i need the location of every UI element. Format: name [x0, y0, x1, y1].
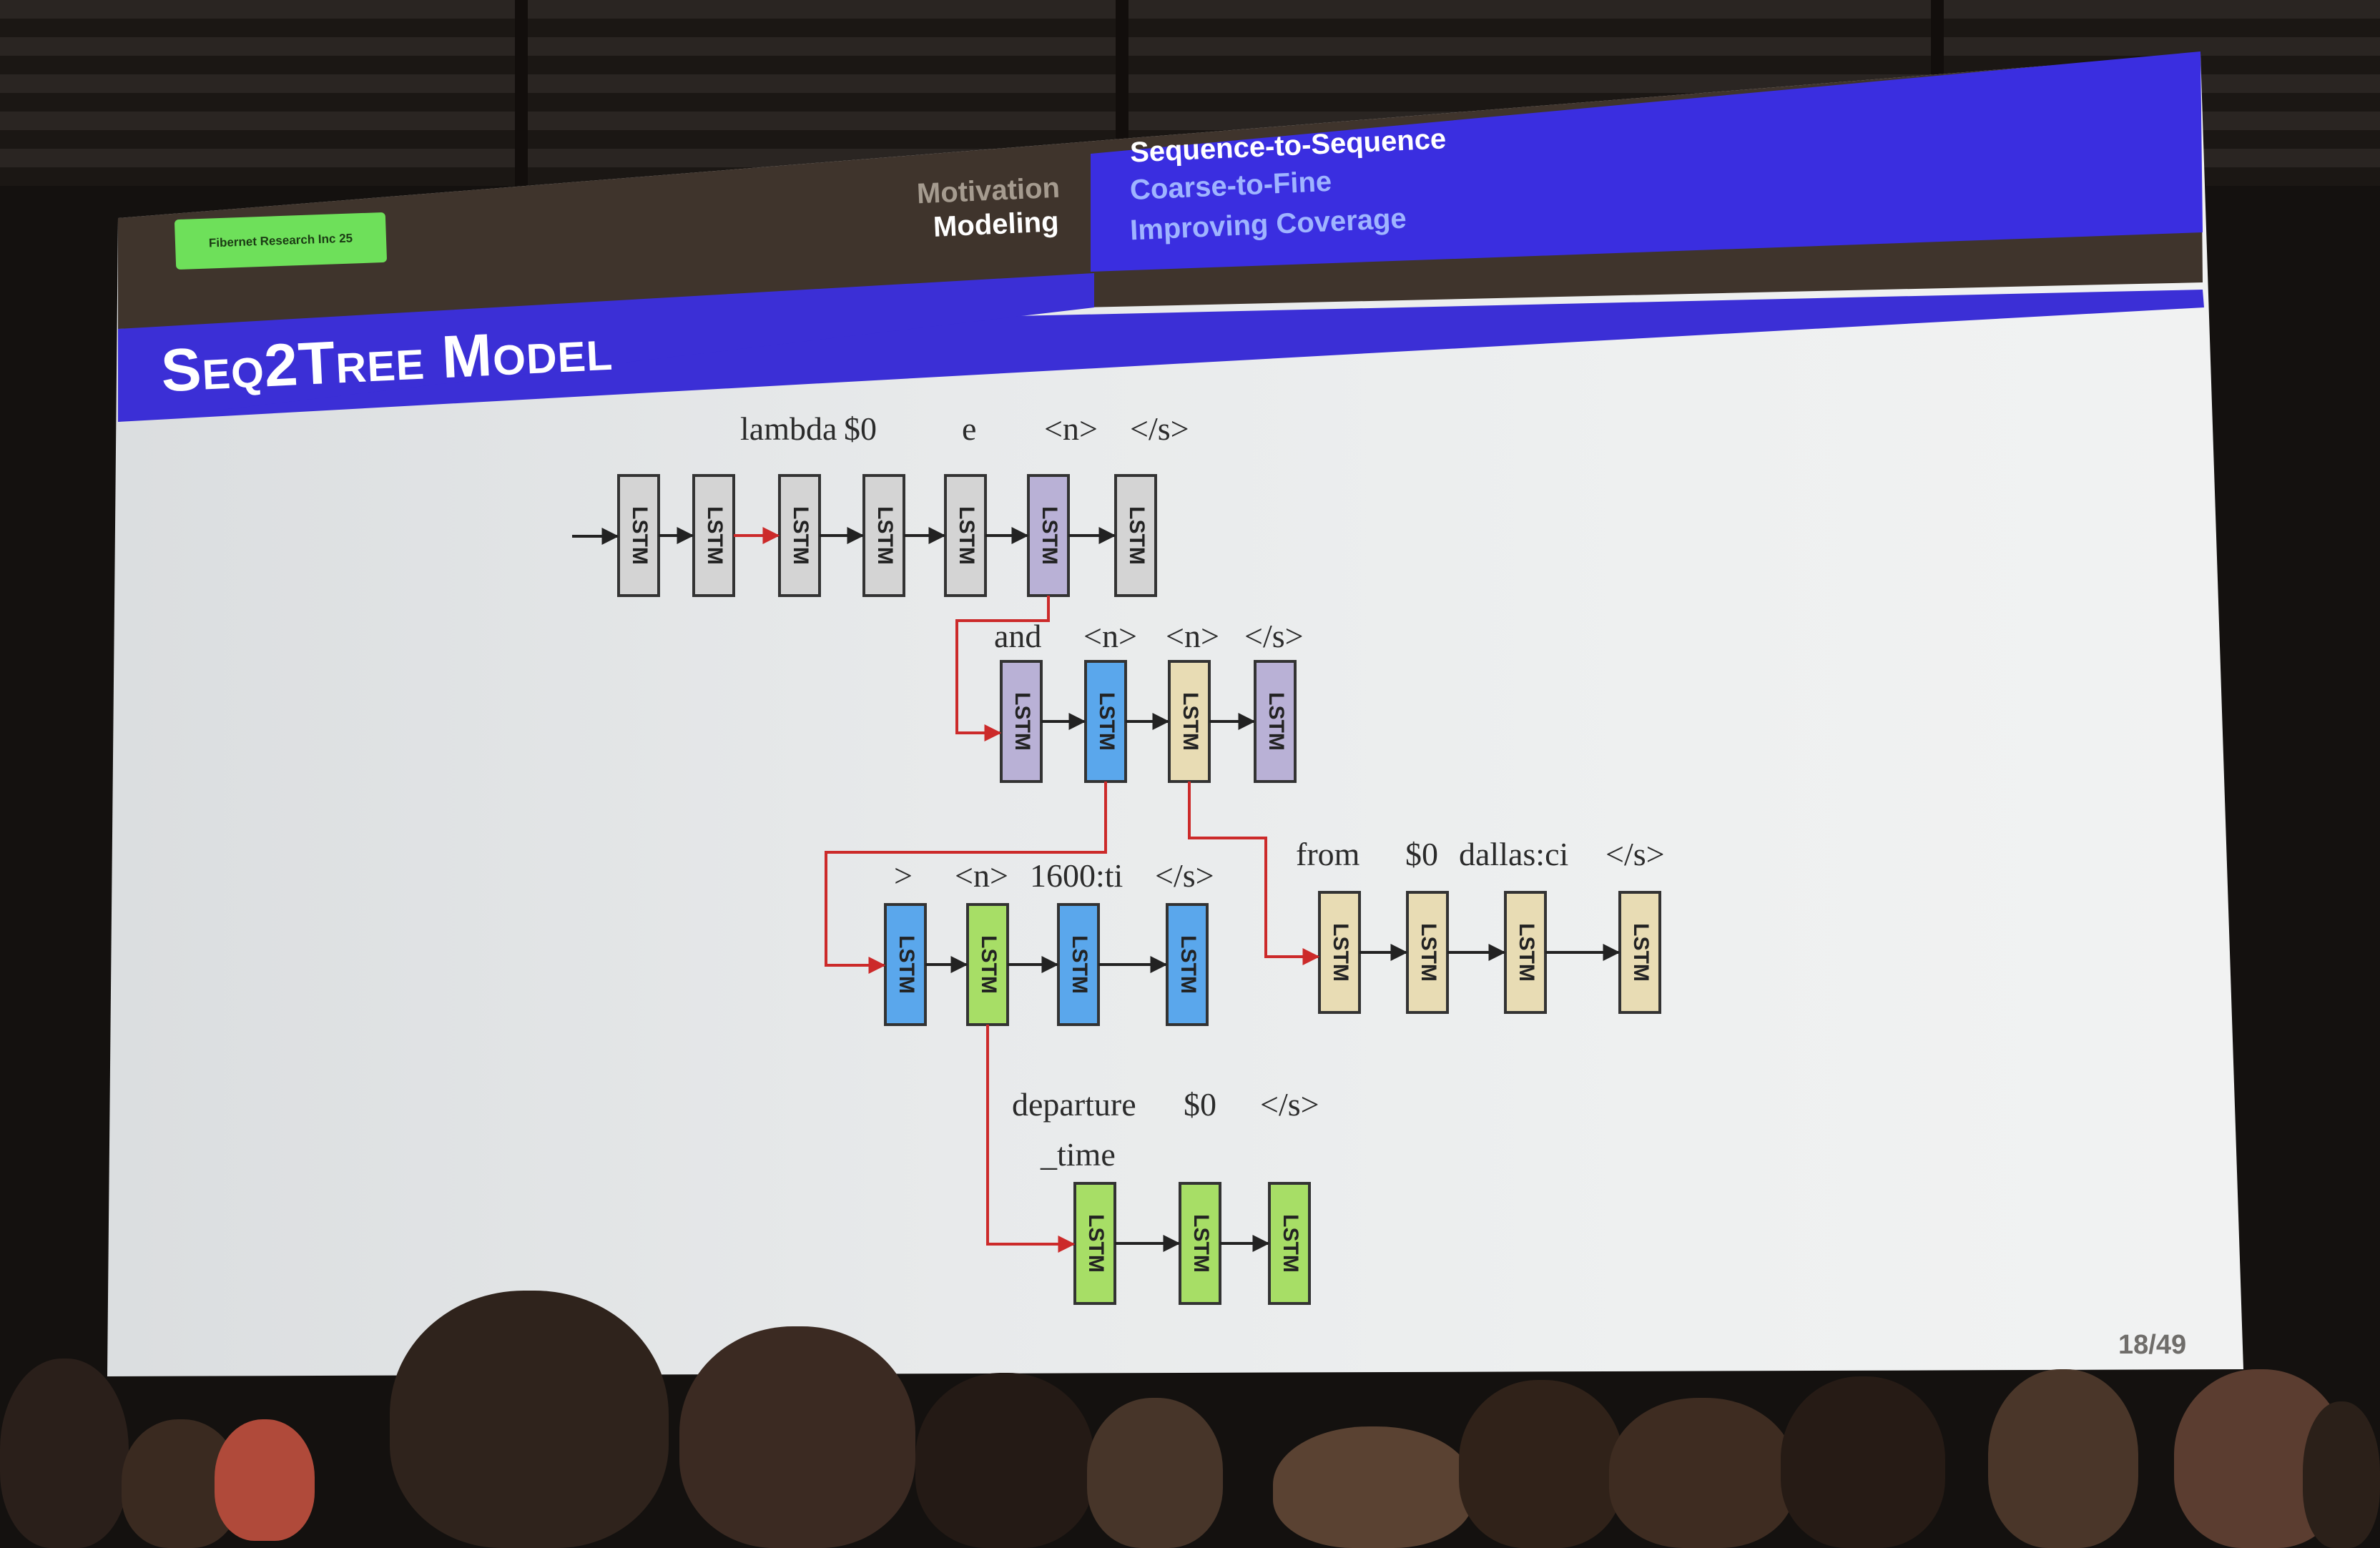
token-label: $0	[844, 410, 877, 447]
page-number: 18/49	[2118, 1330, 2187, 1360]
lstm-cell-label: LSTM	[1125, 506, 1149, 565]
token-label: $0	[1184, 1086, 1216, 1123]
lstm-cell-label: LSTM	[1095, 692, 1118, 751]
lstm-cell-label: LSTM	[1329, 923, 1352, 982]
token-label: </s>	[1605, 836, 1665, 872]
token-label: </s>	[1244, 618, 1304, 654]
token-label: e	[962, 410, 976, 447]
lstm-cell	[944, 474, 987, 597]
lstm-cell-label: LSTM	[1417, 923, 1440, 982]
audience-head	[2303, 1401, 2380, 1548]
audience-head	[915, 1373, 1094, 1548]
lstm-cell	[1618, 891, 1661, 1014]
token-label: departure_time	[1012, 1086, 1136, 1173]
token-label: </s>	[1155, 857, 1214, 894]
lstm-cell-label: LSTM	[873, 506, 897, 565]
token-label: </s>	[1260, 1086, 1319, 1123]
lstm-cell-label: LSTM	[1279, 1214, 1302, 1273]
audience-head	[215, 1419, 315, 1541]
lstm-cell-label: LSTM	[955, 506, 978, 565]
lstm-cell-label: LSTM	[1038, 506, 1061, 565]
lstm-cell	[1179, 1182, 1221, 1305]
lstm-cell-label: LSTM	[628, 506, 651, 565]
audience-head	[1087, 1398, 1223, 1548]
lstm-cell	[1504, 891, 1547, 1014]
lstm-cell	[1168, 660, 1211, 783]
lstm-cell-label: LSTM	[1515, 923, 1538, 982]
parent-feed-arrow	[955, 596, 1050, 741]
token-label: <n>	[1083, 618, 1137, 654]
token-label: dallas:ci	[1459, 836, 1568, 872]
lstm-cell	[1114, 474, 1157, 597]
token-label: lambda	[740, 410, 837, 447]
token-label: $0	[1405, 836, 1438, 872]
token-label: </s>	[1130, 410, 1189, 447]
audience-head	[390, 1291, 669, 1548]
lstm-cell-label: LSTM	[1264, 692, 1288, 751]
token-label: <n>	[1166, 618, 1219, 654]
lstm-cell-label: LSTM	[977, 935, 1000, 994]
lstm-cell-label: LSTM	[1179, 692, 1202, 751]
audience-head	[1988, 1369, 2138, 1548]
parent-feed-arrow	[1188, 782, 1320, 965]
token-label: and	[994, 618, 1041, 654]
token-label: from	[1296, 836, 1360, 872]
ceiling-beam	[515, 0, 528, 186]
token-label: <n>	[955, 857, 1008, 894]
token-label: >	[894, 857, 913, 894]
lstm-cell-label: LSTM	[1629, 923, 1653, 982]
lstm-cell-label: LSTM	[1084, 1214, 1108, 1273]
audience-head	[0, 1359, 129, 1548]
audience-head	[1781, 1376, 1945, 1548]
lstm-cell-label: LSTM	[1068, 935, 1091, 994]
lstm-cell-label: LSTM	[895, 935, 918, 994]
lstm-cell-label: LSTM	[1176, 935, 1200, 994]
token-label: <n>	[1044, 410, 1098, 447]
audience-head	[1273, 1426, 1473, 1548]
token-label: 1600:ti	[1030, 857, 1123, 894]
audience-head	[1609, 1398, 1795, 1548]
parent-feed-arrow	[825, 782, 1107, 974]
lstm-cell-label: LSTM	[789, 506, 812, 565]
lstm-cell	[1027, 474, 1070, 597]
audience-head	[1459, 1380, 1623, 1548]
lstm-cell	[1406, 891, 1449, 1014]
lstm-cell	[1073, 1182, 1116, 1305]
lstm-cell-label: LSTM	[1189, 1214, 1213, 1273]
audience-head	[679, 1326, 915, 1548]
lstm-cell-label: LSTM	[703, 506, 727, 565]
lstm-cell	[1000, 660, 1043, 783]
parent-feed-arrow	[986, 1025, 1076, 1253]
lstm-cell-label: LSTM	[1010, 692, 1034, 751]
